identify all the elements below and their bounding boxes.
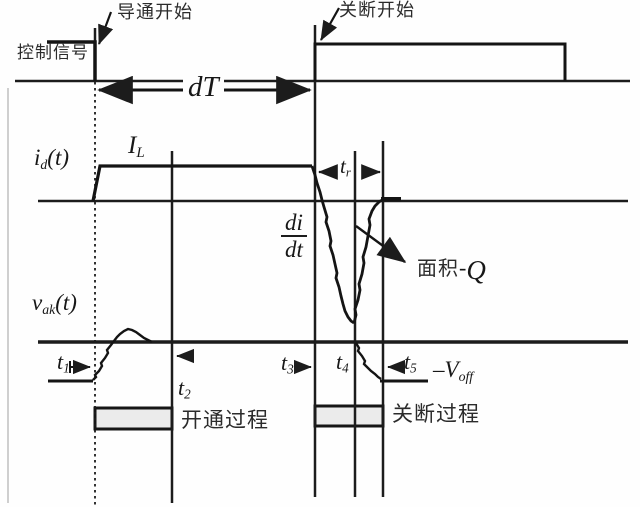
turn-off-process-label: 关断过程 xyxy=(392,402,480,426)
current-fall-edge xyxy=(310,165,355,325)
control-pulse-left xyxy=(47,40,97,81)
turn-off-start-pointer-arrow xyxy=(320,7,340,41)
off-voltage-label: –Voff xyxy=(433,357,474,384)
t1-label: t1 xyxy=(57,349,70,376)
turn-on-process-band xyxy=(93,406,174,431)
t3-label: t3 xyxy=(281,350,294,377)
load-current-label: IL xyxy=(128,132,145,162)
current-recovery-edge xyxy=(352,198,383,324)
area-q-pointer-arrow xyxy=(355,225,407,263)
control-pulse-right xyxy=(313,42,567,81)
turn-on-start-pointer-arrow xyxy=(97,11,114,45)
recovery-time-label: tr xyxy=(340,154,351,180)
t5-label: t5 xyxy=(404,349,417,376)
turn-off-process-band xyxy=(313,404,385,428)
t2-label: t2 xyxy=(178,375,191,402)
time-gridlines xyxy=(93,25,385,505)
t4-label: t4 xyxy=(336,349,349,376)
area-q-label: 面积-Q xyxy=(417,255,486,285)
di-dt-label: di dt xyxy=(281,210,307,262)
voltage-fall-edge xyxy=(354,342,382,380)
axes xyxy=(15,79,630,344)
turn-off-start-label: 关断开始 xyxy=(339,0,415,21)
control-signal-label: 控制信号 xyxy=(17,43,89,63)
current-on-level xyxy=(91,164,312,202)
voltage-waveform xyxy=(48,327,428,383)
current-waveform xyxy=(91,164,401,325)
duty-interval-label: dT xyxy=(183,72,224,102)
control-signal-waveform xyxy=(47,40,567,81)
turn-on-start-label: 导通开始 xyxy=(117,2,193,23)
voltage-axis-label: vak(t) xyxy=(32,290,77,317)
turn-on-process-label: 开通过程 xyxy=(181,408,269,432)
voltage-rise-overshoot xyxy=(92,327,153,381)
current-axis-label: id(t) xyxy=(34,145,70,172)
process-bands xyxy=(93,404,385,431)
